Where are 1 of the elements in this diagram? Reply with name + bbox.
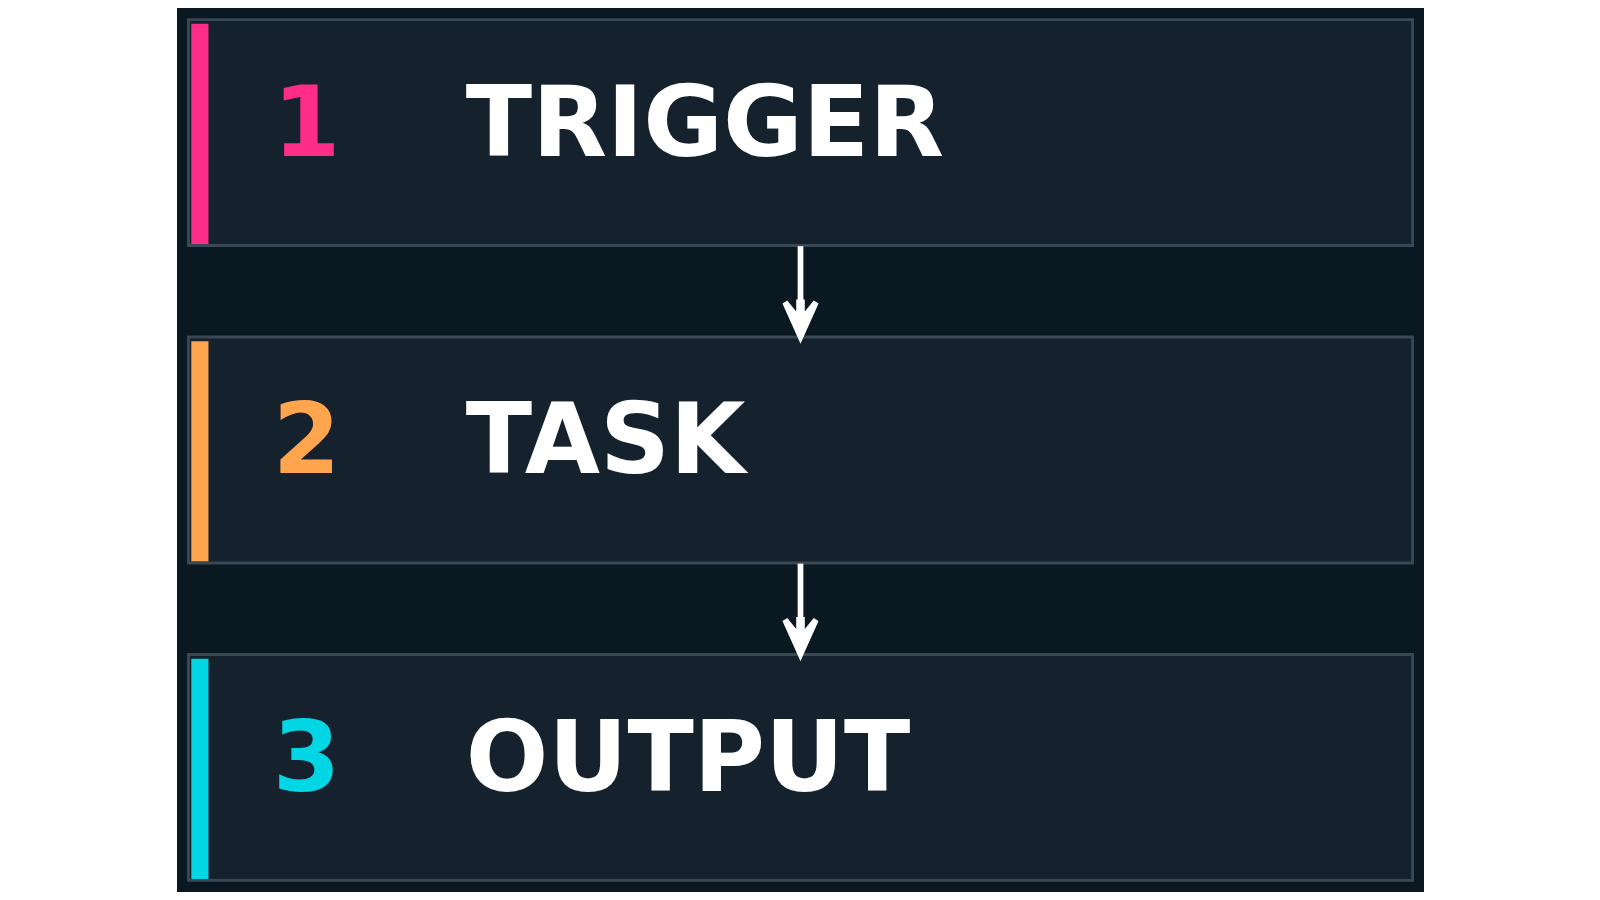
arrow [781, 563, 819, 658]
